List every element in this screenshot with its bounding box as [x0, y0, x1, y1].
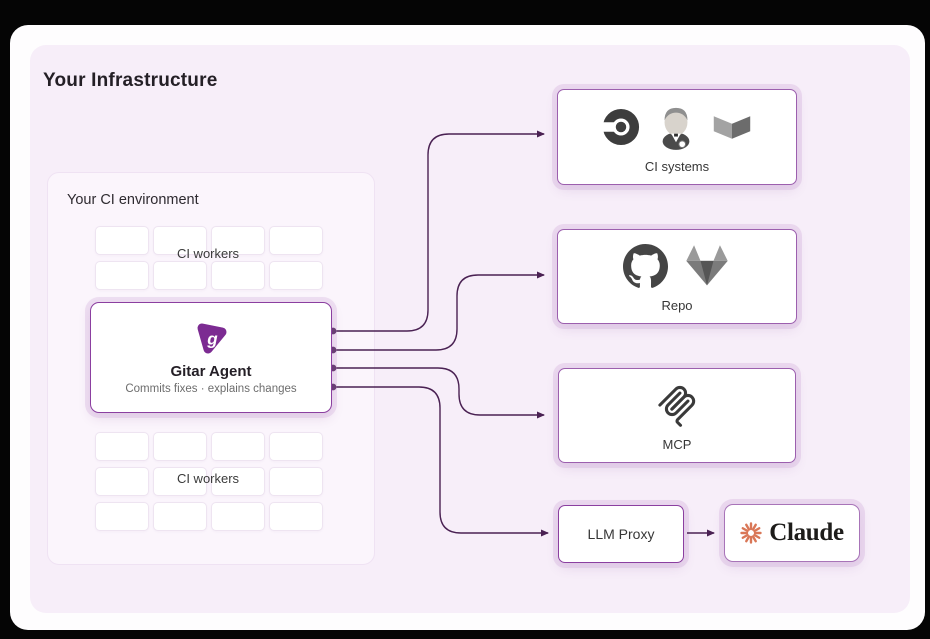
mcp-node: MCP [558, 368, 796, 463]
ci-workers-grid-bottom [95, 432, 323, 531]
ci-workers-grid-top [95, 226, 323, 290]
github-icon [623, 243, 668, 288]
ci-worker-box [153, 502, 207, 531]
ci-worker-box [153, 432, 207, 461]
ci-worker-box [269, 467, 323, 496]
gitar-agent-subtitle: Commits fixes · explains changes [125, 383, 297, 395]
claude-starburst-icon [740, 522, 762, 544]
ci-worker-box [95, 432, 149, 461]
ci-systems-node: CI systems [557, 89, 797, 185]
ci-worker-box [269, 226, 323, 255]
buildkite-icon [713, 115, 751, 139]
repo-icon-row [623, 240, 731, 292]
ci-worker-box [211, 502, 265, 531]
ci-worker-box [95, 502, 149, 531]
claude-node: Claude [724, 504, 860, 562]
ci-worker-box [269, 261, 323, 290]
infrastructure-title: Your Infrastructure [43, 70, 218, 91]
ci-systems-label: CI systems [644, 158, 710, 174]
repo-label: Repo [661, 298, 693, 313]
ci-worker-box [211, 261, 265, 290]
ci-worker-box [211, 467, 265, 496]
ci-worker-box [153, 467, 207, 496]
ci-environment-title: Your CI environment [67, 192, 199, 208]
ci-worker-box [211, 226, 265, 255]
gitar-agent-title: Gitar Agent [170, 363, 252, 380]
ci-worker-box [95, 261, 149, 290]
mcp-icon-row [654, 379, 700, 431]
jenkins-icon [662, 107, 690, 150]
ci-worker-box [269, 432, 323, 461]
ci-systems-icon-row [602, 101, 752, 153]
ci-worker-box [153, 226, 207, 255]
ci-worker-box [153, 261, 207, 290]
ci-worker-box [211, 432, 265, 461]
circleci-icon [602, 108, 640, 145]
ci-worker-box [95, 467, 149, 496]
gitlab-icon [686, 245, 728, 286]
mcp-label: MCP [662, 437, 692, 452]
mcp-icon [658, 385, 696, 427]
gitar-pick-icon: g [197, 323, 227, 354]
claude-wordmark: Claude [769, 519, 844, 546]
gitar-agent-node: g Gitar Agent Commits fixes · explains c… [90, 302, 332, 413]
ci-worker-box [95, 226, 149, 255]
llm-proxy-label: LLM Proxy [587, 526, 655, 542]
repo-node: Repo [557, 229, 797, 324]
ci-worker-box [269, 502, 323, 531]
llm-proxy-node: LLM Proxy [558, 505, 684, 563]
svg-text:g: g [206, 330, 218, 349]
